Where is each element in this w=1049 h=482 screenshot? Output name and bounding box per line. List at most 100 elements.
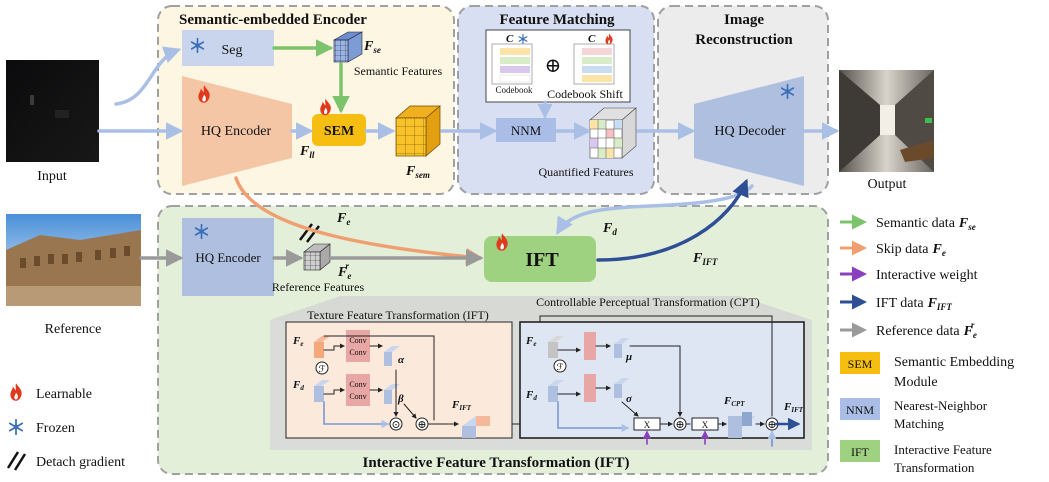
ift-block xyxy=(484,236,596,282)
inset-fift-label: FIFT xyxy=(783,401,804,414)
f-ll-label: Fll xyxy=(299,144,315,160)
cpt-mu-bar xyxy=(614,338,630,358)
ift-label: IFT xyxy=(525,249,559,271)
legend-interactive: Interactive weight xyxy=(876,268,978,283)
flow-ift-decoder xyxy=(596,178,749,262)
tft-fr-bar xyxy=(314,336,330,358)
reconstruction-title-line1: Image xyxy=(724,12,764,28)
legend-sem-swatch xyxy=(840,352,880,374)
f-r-label: Fer xyxy=(337,261,351,281)
semantic-features-label: Semantic Features xyxy=(354,64,443,78)
cpt-weight-a-label: X xyxy=(644,420,651,430)
tft-conv-1-label: Conv xyxy=(349,336,366,345)
c-symbol-right: C xyxy=(588,33,596,45)
legend-nnm-abbr: NNM xyxy=(846,403,874,417)
legend-sem-abbr: SEM xyxy=(848,357,873,371)
c-symbol-left: C xyxy=(506,33,514,45)
nnm-block xyxy=(496,118,556,142)
cpt-add-symbol-1: ⊕ xyxy=(675,419,684,431)
output-image xyxy=(839,70,934,172)
flow-input-seg xyxy=(114,46,182,106)
detail-callout-top xyxy=(270,296,812,320)
cpt-wire-11 xyxy=(557,401,630,432)
matching-title: Feature Matching xyxy=(499,12,615,28)
legend-nnm-full-2: Matching xyxy=(894,416,944,431)
tft-wire-1 xyxy=(323,343,345,351)
cpt-sigma-bar xyxy=(614,378,630,398)
hq-decoder-block xyxy=(694,76,804,186)
ref-encoder-block xyxy=(182,218,274,296)
legend-ift-abbr: IFT xyxy=(851,445,870,459)
ref-encoder-label: HQ Encoder xyxy=(195,250,261,265)
cpt-conv-1 xyxy=(584,332,596,360)
input-label: Input xyxy=(37,169,67,184)
tft-wire-7 xyxy=(323,401,390,428)
cpt-wire-6 xyxy=(629,345,683,417)
tft-wire-6 xyxy=(403,403,417,419)
tft-conv-2-label-2: Conv xyxy=(349,392,366,401)
output-label: Output xyxy=(868,177,907,192)
f-e-label: Fe xyxy=(336,211,350,227)
detach-gradient-mark xyxy=(299,223,320,243)
cpt-title: Controllable Perceptual Transformation (… xyxy=(536,295,760,309)
sem-block xyxy=(312,114,366,146)
codebook-shift-label: Codebook Shift xyxy=(547,87,623,101)
reference-label: Reference xyxy=(45,322,102,337)
cpt-fr-bar xyxy=(548,336,564,358)
f-se-label: Fse xyxy=(363,39,381,55)
sem-label: SEM xyxy=(324,124,354,139)
input-image xyxy=(6,60,99,162)
legend-nnm-full-1: Nearest-Neighbor xyxy=(894,398,988,413)
codebook-table xyxy=(491,43,533,85)
legend-sem-full-1: Semantic Embedding xyxy=(894,355,1014,370)
f-sem-label: Fsem xyxy=(405,164,430,180)
codebook-shift-table xyxy=(573,43,615,85)
ift-section-title: Interactive Feature Transformation (IFT) xyxy=(362,455,629,471)
cpt-wire-5 xyxy=(621,401,639,417)
tft-mul-node xyxy=(389,417,403,431)
semantic-feature-cube xyxy=(332,31,364,63)
tft-fift-label: FIFT xyxy=(451,399,472,412)
cpt-concat-node xyxy=(553,359,567,373)
f-d-label: Fd xyxy=(602,221,617,237)
tft-conv-2-label: Conv xyxy=(349,380,366,389)
cpt-wire-15 xyxy=(539,315,773,417)
cpt-fr-label: Fe xyxy=(525,335,536,348)
legend-learnable: Learnable xyxy=(36,387,92,402)
legend-ift-full-2: Transformation xyxy=(894,460,975,475)
cpt-conv-2 xyxy=(584,374,596,402)
reference-feature-cube xyxy=(303,243,331,271)
legend-nnm-swatch xyxy=(840,398,880,420)
f-ift-label: FIFT xyxy=(692,251,718,267)
hq-decoder-label: HQ Decoder xyxy=(714,124,785,139)
tft-fd-bar xyxy=(314,380,330,402)
cpt-sigma: σ xyxy=(626,393,633,405)
cpt-add-symbol-2: ⊕ xyxy=(767,419,776,431)
tft-concat-symbol: ℱ xyxy=(318,364,325,374)
reference-image xyxy=(6,214,141,306)
tft-conv-1 xyxy=(346,330,370,362)
legend-ift-swatch xyxy=(840,440,880,462)
tft-fd-label: Fd xyxy=(292,379,304,392)
tft-wire-2 xyxy=(323,387,345,395)
legend-flame-icon xyxy=(10,383,22,401)
quantified-features-label: Quantified Features xyxy=(539,165,634,179)
tft-mul-symbol: ⊙ xyxy=(391,419,400,431)
tft-add-symbol: ⊕ xyxy=(417,419,426,431)
cpt-fcpt-label: FCPT xyxy=(723,395,745,408)
legend-ift-full-1: Interactive Feature xyxy=(894,442,992,457)
legend-sem-full-2: Module xyxy=(894,375,938,390)
encoder-title: Semantic-embedded Encoder xyxy=(179,12,367,28)
tft-wire-9 xyxy=(323,335,435,421)
tft-beta: β xyxy=(397,393,404,405)
seg-label: Seg xyxy=(222,43,243,58)
cpt-concat-symbol: ℱ xyxy=(556,362,563,372)
legend-frozen: Frozen xyxy=(36,421,75,436)
tft-title: Texture Feature Transformation (IFT) xyxy=(307,308,488,322)
